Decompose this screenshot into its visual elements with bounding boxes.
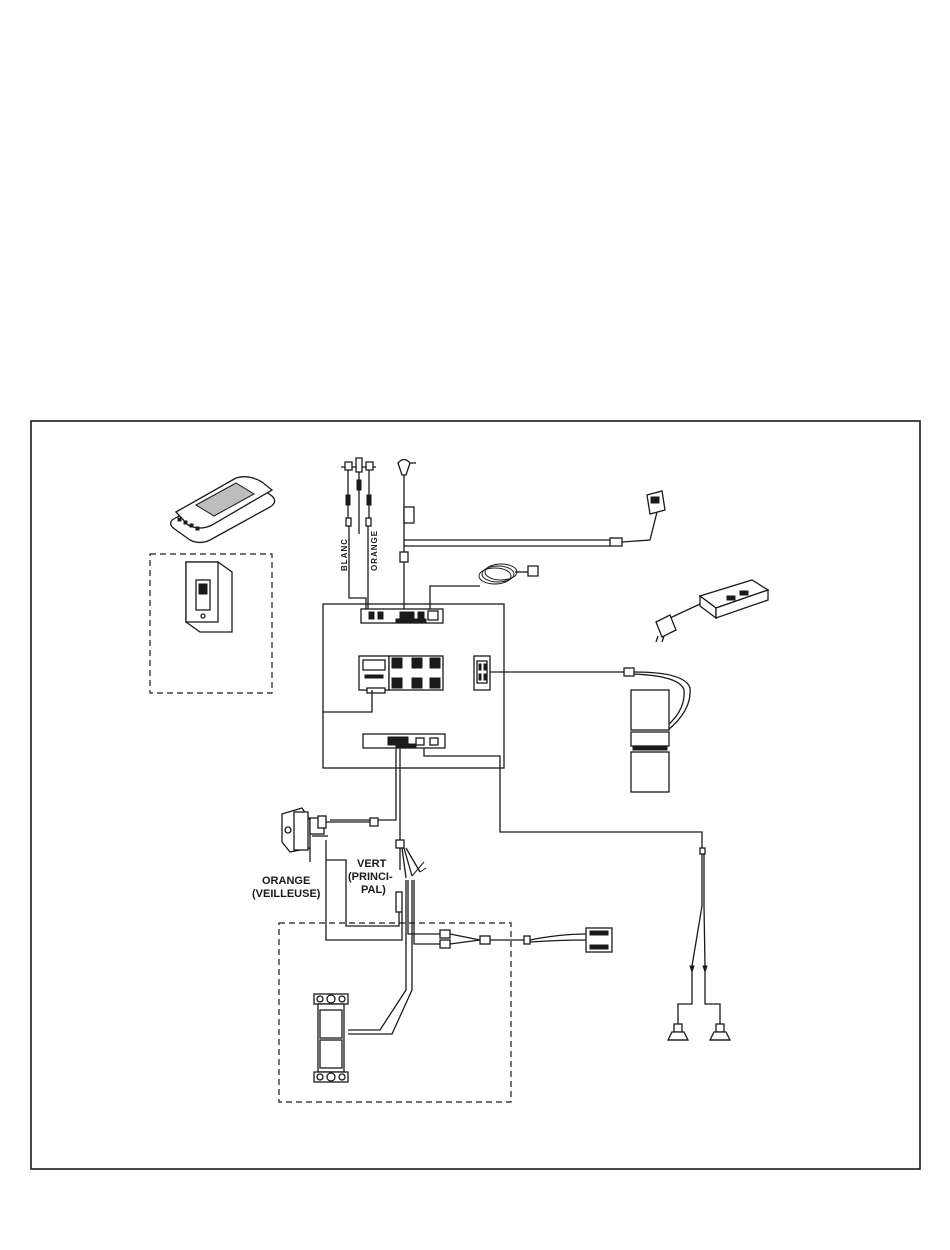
lamp-harness	[678, 848, 720, 1024]
orange-wire-label: ORANGE	[370, 530, 379, 571]
orange-valve-sub-label: (VEILLEUSE)	[252, 888, 321, 900]
bottom-terminal-strip	[363, 734, 445, 748]
receiver-left-wire	[322, 690, 372, 712]
electrical-outlet	[474, 656, 490, 690]
diagram-frame	[31, 421, 920, 1169]
receiver-module	[359, 656, 443, 693]
left-lamp-bulb	[668, 1024, 688, 1040]
battery-pack	[490, 668, 690, 792]
vert-label: VERT	[357, 858, 387, 870]
vert-sub-label-1: (PRINCI-	[348, 871, 393, 883]
remote-control-handset	[171, 477, 275, 543]
battery-holder-harness	[408, 880, 612, 952]
rocker-switch-harness	[404, 491, 665, 546]
top-terminal-strip	[361, 609, 443, 623]
gas-valve	[282, 808, 378, 862]
blanc-wire-label: BLANC	[340, 538, 349, 571]
ac-adapter	[656, 580, 768, 642]
power-cord	[430, 564, 538, 609]
vert-sub-label-2: PAL)	[361, 884, 386, 896]
orange-valve-label: ORANGE	[262, 875, 310, 887]
right-lamp-bulb	[710, 1024, 730, 1040]
wall-switch-icon	[186, 562, 232, 632]
spark-igniter	[398, 460, 416, 610]
